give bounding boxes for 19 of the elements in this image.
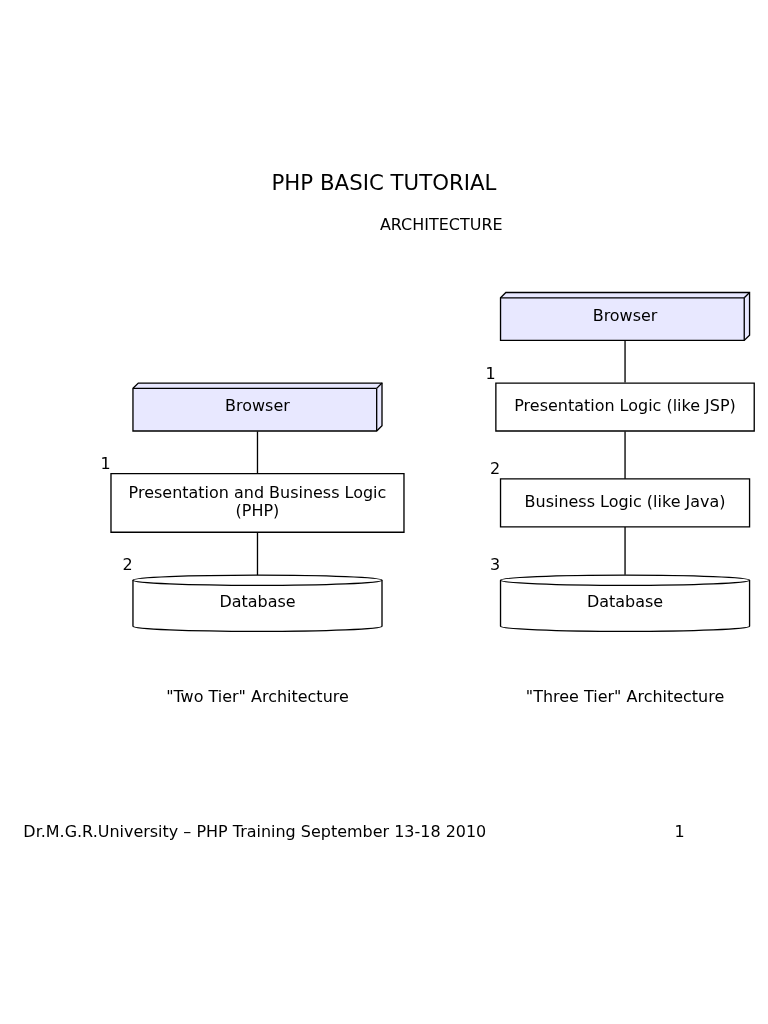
connector [256,531,259,576]
node-box: Presentation and Business Logic (PHP) [110,472,405,533]
connector [624,340,626,384]
diagram-title: PHP BASIC TUTORIAL [271,169,497,195]
label: Dr.M.G.R.University – PHP Training September 13-18 2010 [23,821,487,841]
label: "Three Tier" Architecture [525,687,725,707]
label: "Two Tier" Architecture [166,687,349,707]
node-label: 1 [485,363,496,383]
node-label: 2 [122,555,133,575]
node-label: 1 [100,454,111,474]
node-box: Business Logic (like Java) [499,478,751,528]
connector [624,430,626,480]
connector [256,430,259,475]
connector [624,526,626,576]
label: 1 [674,821,685,841]
node-box: Presentation Logic (like JSP) [495,382,755,432]
label: ARCHITECTURE [379,215,503,235]
node-label: 2 [490,459,501,479]
node-label: 3 [490,555,501,575]
